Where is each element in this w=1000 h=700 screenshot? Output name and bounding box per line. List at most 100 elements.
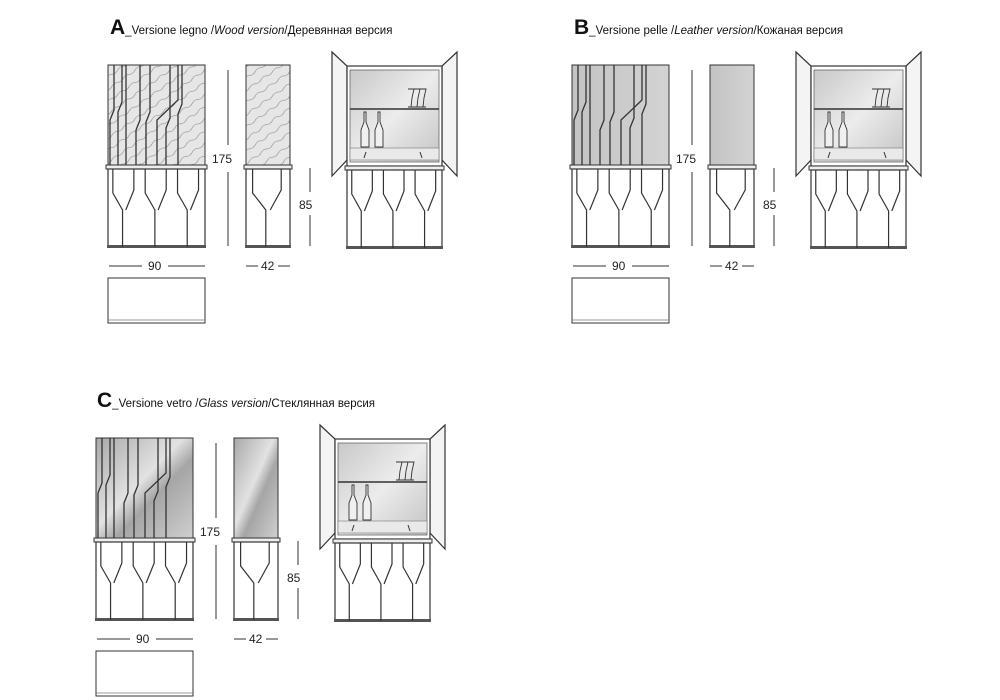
base-top-plate xyxy=(243,164,293,170)
dimension-depth: 42 xyxy=(249,632,263,646)
leg-zigzag xyxy=(177,542,188,584)
base-frame xyxy=(233,541,279,621)
leg-zigzag xyxy=(383,543,393,585)
leg-zigzag xyxy=(351,170,362,248)
leg-zigzag xyxy=(100,542,112,620)
open-view xyxy=(319,423,446,622)
right-door xyxy=(905,50,922,178)
leg-zigzag xyxy=(351,543,361,585)
section-letter: A xyxy=(110,16,126,39)
open-view xyxy=(331,50,458,249)
section-letter: C xyxy=(97,389,113,412)
base-foot xyxy=(95,618,194,621)
door-groove xyxy=(165,438,171,538)
door-groove xyxy=(109,65,115,165)
bottle-icon xyxy=(838,111,848,148)
left-door xyxy=(319,423,336,551)
left-door xyxy=(795,50,812,178)
dimension-height: 175 xyxy=(200,525,221,539)
drawer xyxy=(337,520,428,534)
door-groove xyxy=(641,65,647,165)
wine-glass-icon xyxy=(414,88,421,108)
base-frame xyxy=(346,169,443,249)
leg-zigzag xyxy=(859,170,869,212)
section-c-drawings xyxy=(93,423,446,697)
leg-zigzag xyxy=(827,170,837,212)
dimension-base-height: 85 xyxy=(287,571,301,585)
plan-view xyxy=(107,277,206,324)
door-groove xyxy=(620,65,643,165)
leg-zigzag xyxy=(653,169,664,211)
dimension-width: 90 xyxy=(136,632,150,646)
base-frame xyxy=(810,169,907,249)
left-door xyxy=(331,50,348,178)
leg-zigzag xyxy=(240,542,255,620)
door-groove xyxy=(165,65,171,165)
dimension-base-height: 85 xyxy=(299,198,313,212)
leg-zigzag xyxy=(608,169,620,247)
leg-zigzag xyxy=(589,169,599,211)
side-cabinet xyxy=(245,64,291,166)
leg-zigzag xyxy=(113,542,123,584)
base-foot xyxy=(709,245,755,248)
wine-glass-icon xyxy=(884,88,891,108)
title-english: Wood version xyxy=(214,25,285,37)
leg-zigzag xyxy=(339,543,350,621)
leg-zigzag xyxy=(427,170,437,212)
section-a-drawings xyxy=(105,50,458,324)
wine-glass-icon xyxy=(420,88,427,108)
title-separator: / xyxy=(268,398,272,410)
base-foot xyxy=(810,246,907,249)
leg-zigzag xyxy=(112,169,124,247)
title-russian: Стеклянная версия xyxy=(271,398,375,410)
base-frame xyxy=(245,168,291,248)
base-foot xyxy=(245,245,291,248)
wine-glass-icon xyxy=(396,461,403,481)
leg-zigzag xyxy=(132,542,144,620)
leg-zigzag xyxy=(125,169,135,211)
leg-zigzag xyxy=(815,170,826,248)
side-view xyxy=(231,437,281,621)
arrow-icon xyxy=(827,151,831,159)
wine-glass-icon xyxy=(408,461,415,481)
leg-zigzag xyxy=(576,169,588,247)
leg-zigzag xyxy=(269,169,282,211)
title-italian: _Versione pelle / xyxy=(589,25,675,37)
leg-zigzag xyxy=(145,542,155,584)
leg-zigzag xyxy=(402,543,414,621)
dimension-height: 175 xyxy=(676,152,697,166)
front-view xyxy=(105,64,208,248)
bottle-icon xyxy=(362,484,372,521)
section-title-c: C_Versione vetro / Glass version / Стекл… xyxy=(97,389,375,413)
wine-glass-icon xyxy=(408,88,415,108)
leg-zigzag xyxy=(257,542,270,584)
bottle-icon xyxy=(348,484,358,521)
leg-zigzag xyxy=(716,169,731,247)
door-groove xyxy=(156,65,179,165)
plan-view xyxy=(571,277,670,324)
door-groove xyxy=(609,65,615,165)
arrow-icon xyxy=(883,151,887,159)
door-groove xyxy=(144,438,167,538)
base-foot xyxy=(571,245,670,248)
bottle-icon xyxy=(824,111,834,148)
side-cabinet xyxy=(233,437,279,539)
side-view xyxy=(707,64,757,248)
door-groove xyxy=(135,65,141,165)
open-view xyxy=(795,50,922,249)
base-foot xyxy=(346,246,443,249)
leg-zigzag xyxy=(414,170,426,248)
base-foot xyxy=(107,245,206,248)
dimension-depth: 42 xyxy=(725,259,739,273)
base-frame xyxy=(107,168,206,248)
leg-zigzag xyxy=(363,170,373,212)
arrow-icon xyxy=(363,151,367,159)
drawer xyxy=(813,147,904,161)
section-b-drawings xyxy=(569,50,922,324)
leg-zigzag xyxy=(640,169,652,247)
dimension-width: 90 xyxy=(612,259,626,273)
door-groove xyxy=(573,65,579,165)
leg-zigzag xyxy=(395,170,405,212)
door-groove xyxy=(599,65,605,165)
